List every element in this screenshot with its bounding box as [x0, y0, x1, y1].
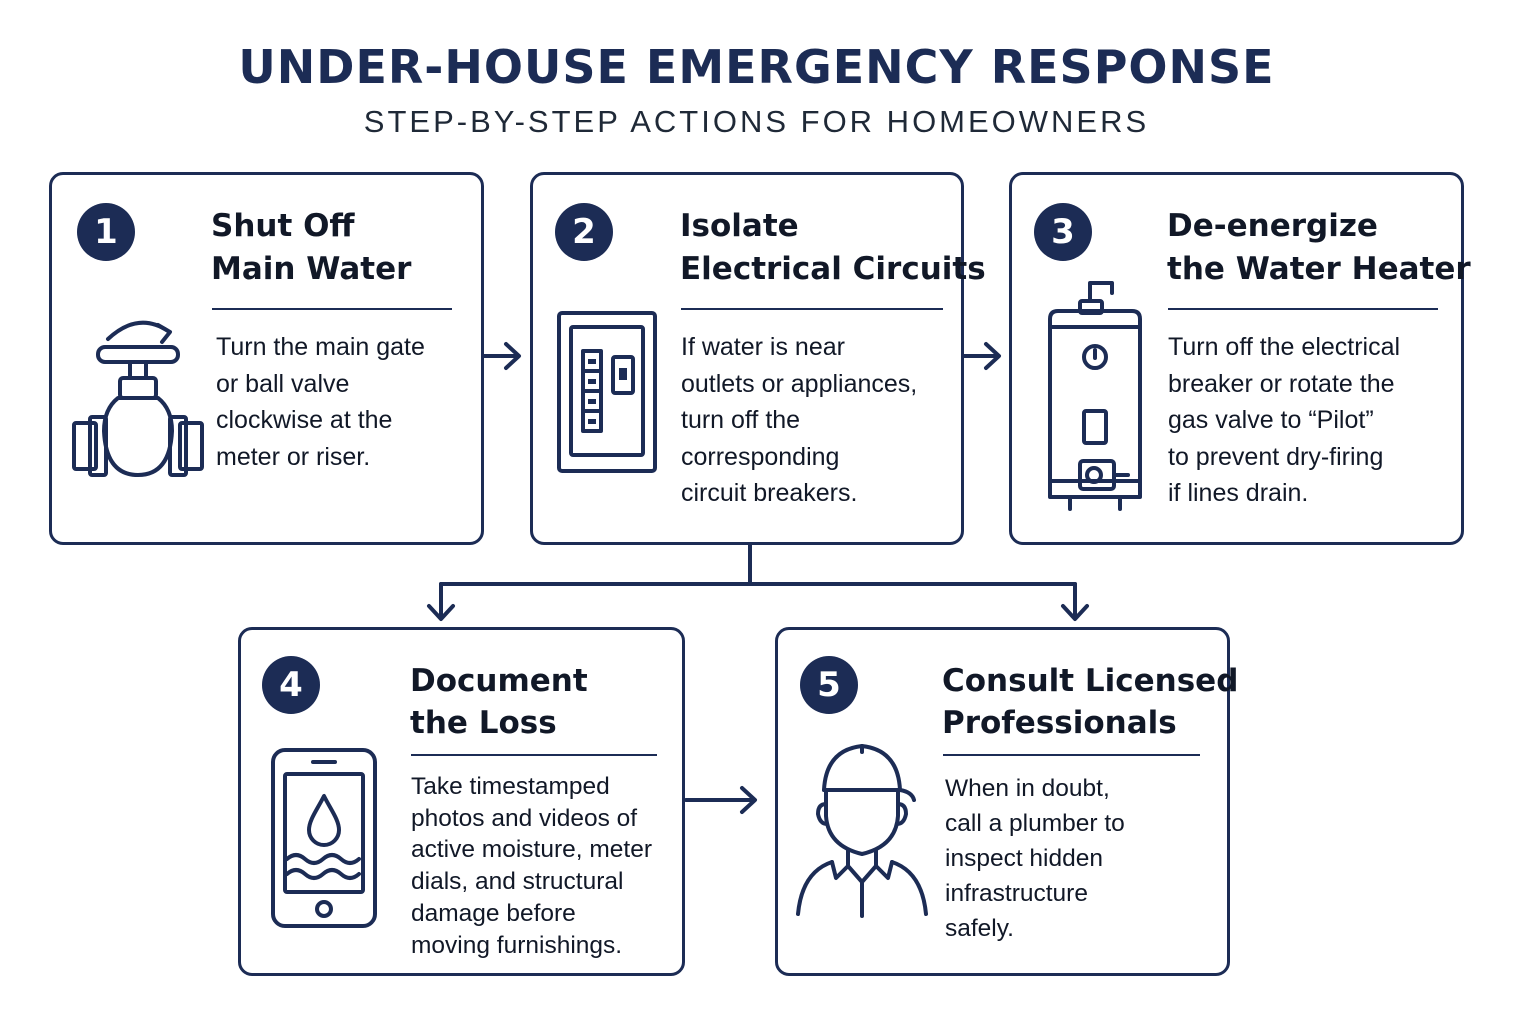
step-title-line: Consult Licensed [942, 663, 1239, 699]
step-title-line: Document [410, 663, 588, 699]
step-title: Isolate Electrical Circuits [680, 205, 986, 291]
title-divider [681, 308, 943, 310]
diagram-title: UNDER-HOUSE EMERGENCY RESPONSE [238, 40, 1275, 94]
step-title: De-energize the Water Heater [1167, 205, 1471, 291]
step-text-line: infrastructure [945, 880, 1088, 907]
step-text-line: When in doubt, [945, 775, 1110, 802]
plumber-icon [796, 744, 928, 918]
title-divider [411, 754, 657, 756]
step-text-line: call a plumber to [945, 810, 1125, 837]
step-title: Shut Off Main Water [211, 205, 411, 291]
title-divider [943, 754, 1200, 756]
step-text-line: Take timestamped [411, 773, 610, 800]
step-title: Consult Licensed Professionals [942, 660, 1238, 744]
step-text-line: dials, and structural [411, 868, 624, 896]
step-number-badge: 4 [262, 656, 320, 714]
step-title-line: Electrical Circuits [680, 251, 986, 287]
water-valve-icon [72, 320, 204, 477]
step-card-5: 5 Consult Licensed Professionals When in… [775, 627, 1238, 976]
step-text-line: Turn the main gate [216, 333, 425, 361]
step-title: Document the Loss [410, 660, 588, 744]
step-text-line: gas valve to “Pilot” [1168, 406, 1374, 434]
title-divider [1168, 308, 1438, 310]
step-number-badge: 2 [555, 203, 613, 261]
step-text-line: outlets or appliances, [681, 369, 918, 398]
step-card-3: 3 De-energize the Water Heater Turn off … [1009, 172, 1471, 545]
diagram-subtitle: STEP-BY-STEP ACTIONS FOR HOMEOWNERS [363, 104, 1150, 139]
branch-step2-to-steps4-5 [427, 543, 1089, 621]
step-text-line: damage before [411, 899, 576, 927]
step-text-line: clockwise at the [216, 406, 393, 434]
step-number-badge: 1 [77, 203, 135, 261]
step-text-line: meter or riser. [216, 442, 371, 471]
step-text-line: photos and videos of [411, 804, 638, 832]
step-text-line: if lines drain. [1168, 479, 1309, 507]
step-description: If water is near outlets or appliances, … [681, 329, 917, 512]
step-text-line: moving furnishings. [411, 931, 623, 959]
step-text-line: to prevent dry-firing [1168, 442, 1384, 471]
step-description: Turn the main gate or ball valve clockwi… [216, 329, 425, 475]
phone-water-drop-icon [271, 748, 377, 928]
arrow-step2-to-step3 [961, 342, 1001, 370]
step-description: Turn off the electrical breaker or rotat… [1168, 329, 1400, 512]
breaker-panel-icon [557, 311, 657, 473]
step-text-line: safely. [945, 915, 1014, 942]
step-text-line: Turn off the electrical [1168, 333, 1401, 361]
step-text-line: inspect hidden [945, 845, 1104, 872]
step-text-line: breaker or rotate the [1168, 369, 1395, 398]
step-number-badge: 3 [1034, 203, 1092, 261]
arrow-step4-to-step5 [684, 786, 757, 814]
step-text-line: turn off the [681, 406, 801, 434]
step-title-line: De-energize [1167, 208, 1378, 244]
step-title-line: Shut Off [211, 208, 355, 244]
step-card-2: 2 Isolate Electrical Circuits If water i… [530, 172, 986, 545]
title-divider [212, 308, 452, 310]
step-description: Take timestamped photos and videos of ac… [411, 771, 652, 961]
step-description: When in doubt, call a plumber to inspect… [945, 771, 1125, 946]
step-text-line: circuit breakers. [681, 479, 858, 507]
step-card-4: 4 Document the Loss Take timestamped pho… [238, 627, 685, 976]
step-text-line: If water is near [681, 333, 845, 361]
water-heater-icon [1048, 281, 1142, 511]
step-title-line: Isolate [680, 208, 799, 244]
step-title-line: Professionals [942, 705, 1177, 741]
step-text-line: active moisture, meter [411, 836, 652, 864]
step-text-line: or ball valve [216, 369, 350, 398]
step-title-line: the Water Heater [1167, 251, 1471, 287]
step-text-line: corresponding [681, 442, 840, 471]
step-number-badge: 5 [800, 656, 858, 714]
step-card-1: 1 Shut Off Main Water Turn the main gate… [49, 172, 484, 545]
arrow-step1-to-step2 [482, 342, 521, 370]
step-title-line: the Loss [410, 705, 557, 741]
step-title-line: Main Water [211, 251, 412, 287]
